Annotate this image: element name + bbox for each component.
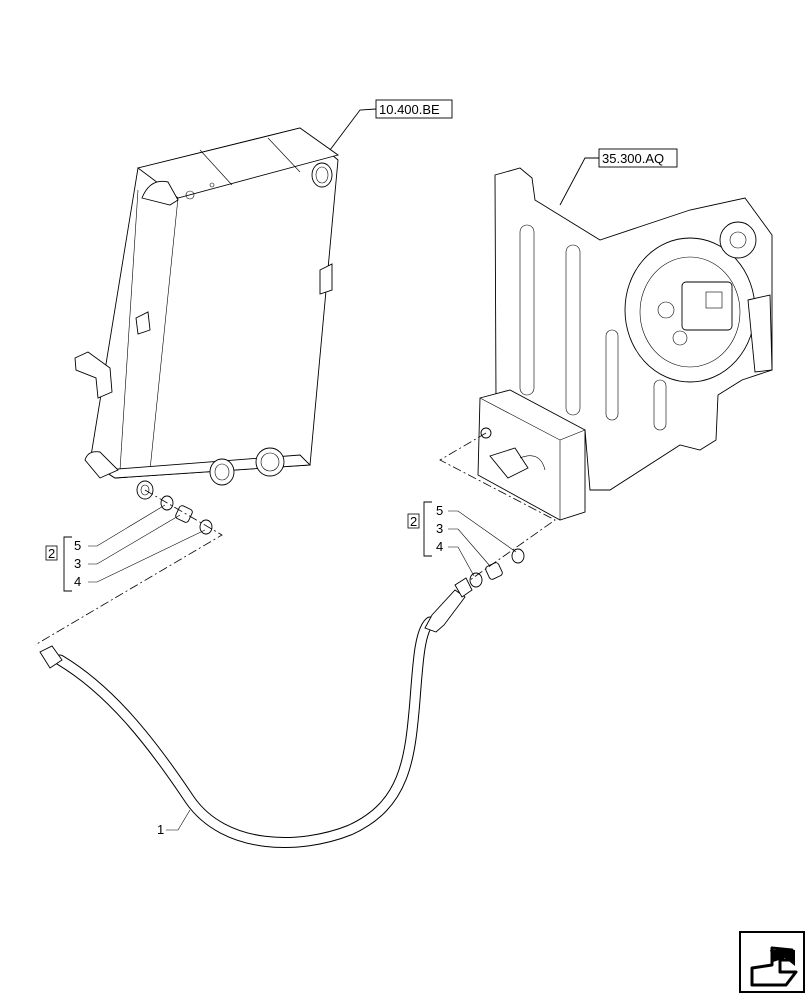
left-item-5: 5 (74, 538, 81, 553)
left-item-group: 2 5 3 4 (45, 504, 206, 592)
right-item-4: 4 (436, 539, 443, 554)
ref-tank[interactable]: 35.300.AQ (559, 148, 678, 206)
right-fittings (469, 548, 525, 588)
connection-lines (34, 432, 556, 646)
left-kit-number: 2 (48, 546, 55, 561)
return-arrow-icon[interactable] (739, 931, 805, 993)
left-item-4: 4 (74, 574, 81, 589)
hose-item-1: 1 (157, 822, 164, 837)
hose-drawing (39, 577, 473, 848)
ref-tank-label: 35.300.AQ (602, 151, 664, 166)
hose-callout: 1 (157, 809, 191, 837)
left-item-3: 3 (74, 556, 81, 571)
right-kit-number: 2 (410, 514, 417, 529)
radiator-drawing (74, 127, 340, 500)
right-item-5: 5 (436, 503, 443, 518)
tank-drawing (477, 167, 773, 521)
ref-radiator-label: 10.400.BE (379, 102, 440, 117)
left-fittings (160, 495, 213, 535)
ref-radiator[interactable]: 10.400.BE (329, 99, 453, 151)
right-item-3: 3 (436, 521, 443, 536)
right-item-group: 2 5 3 4 (407, 501, 517, 577)
